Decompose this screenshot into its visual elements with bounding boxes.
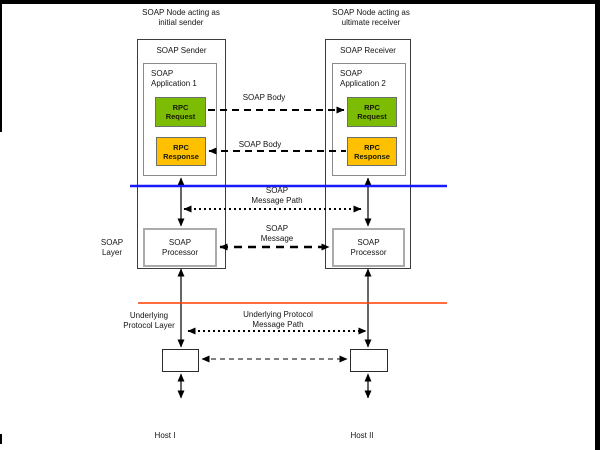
rpc-response-box-left: RPC Response [156,137,206,166]
frame-left-bottom-mark [0,434,2,444]
rpc-request-box-right: RPC Request [347,97,397,127]
header-initial-sender: SOAP Node acting as initial sender [142,8,220,27]
soap-body-request-label: SOAP Body [242,93,286,102]
soap-application1-title: SOAP Application 1 [151,69,197,88]
frame-right-bar [595,0,600,450]
soap-message-label: SOAP Message [260,224,294,243]
soap-processor-label-left: SOAP Processor [161,238,198,257]
soap-processor-box-left: SOAP Processor [143,228,217,267]
soap-sender-title: SOAP Sender [156,46,207,55]
header-ultimate-receiver: SOAP Node acting as ultimate receiver [332,8,410,27]
host1-label: Host I [154,431,176,440]
underlying-protocol-layer-label: Underlying Protocol Layer [123,311,175,330]
rpc-request-label-right: RPC Request [357,103,387,121]
frame-left-bar [0,0,2,132]
protocol-binding-box-right [350,349,388,372]
rpc-request-label-left: RPC Request [165,103,196,121]
rpc-response-label-left: RPC Response [163,143,199,161]
underlying-message-path-label: Underlying Protocol Message Path [243,310,313,329]
soap-application2-title: SOAP Application 2 [340,69,386,88]
protocol-binding-box-left [162,349,199,372]
soap-body-response-label: SOAP Body [238,140,282,149]
soap-receiver-title: SOAP Receiver [340,46,396,55]
soap-processor-box-right: SOAP Processor [332,228,405,267]
soap-message-path-label: SOAP Message Path [251,186,303,205]
soap-layer-label: SOAP Layer [100,238,124,257]
frame-top-bar [0,0,600,4]
soap-processor-label-right: SOAP Processor [350,238,387,257]
rpc-response-box-right: RPC Response [347,137,397,166]
rpc-request-box-left: RPC Request [155,97,206,127]
rpc-response-label-right: RPC Response [354,143,390,161]
host2-label: Host II [350,431,374,440]
